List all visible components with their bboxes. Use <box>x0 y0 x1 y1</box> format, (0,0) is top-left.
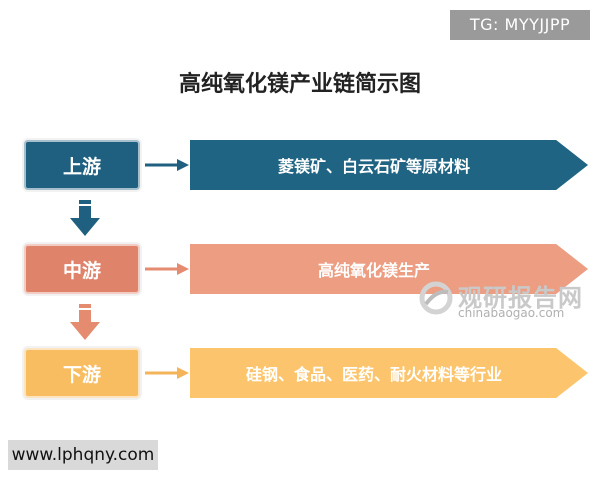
watermark-tag: TG: MYYJJPP <box>450 10 590 40</box>
arrow-right-icon <box>145 159 189 171</box>
diagram-title: 高纯氧化镁产业链简示图 <box>178 71 421 97</box>
arrow-down-icon <box>70 200 100 236</box>
footer-url: www.lphqny.com <box>8 440 158 470</box>
logo-icon <box>419 281 453 315</box>
stage-midstream-box: 中游 <box>24 244 140 294</box>
arrow-down-icon <box>70 304 100 340</box>
stage-downstream-box: 下游 <box>24 348 140 398</box>
watermark-logo: 观研报告网 chinabaogao.com <box>418 278 588 324</box>
stage-midstream-band: 高纯氧化镁生产 <box>190 244 588 294</box>
stage-downstream-band: 硅钢、食品、医药、耐火材料等行业 <box>190 348 588 398</box>
watermark-name: 观研报告网 <box>458 284 583 312</box>
watermark-url: chinabaogao.com <box>458 306 565 320</box>
stage-upstream-band: 菱镁矿、白云石矿等原材料 <box>190 140 588 190</box>
arrow-right-icon <box>145 367 189 379</box>
stage-upstream-box: 上游 <box>24 140 140 190</box>
arrow-right-icon <box>145 263 189 275</box>
